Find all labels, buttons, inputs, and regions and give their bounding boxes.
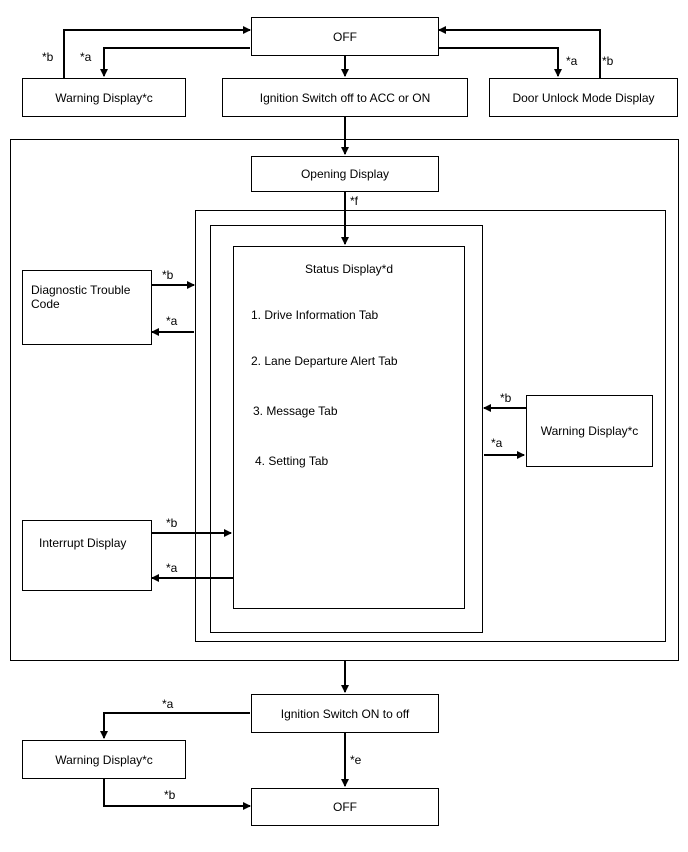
arrow-warning-to-off-top [63,26,251,78]
edge-label-f: *f [350,194,359,208]
opening-display-label: Opening Display [300,167,390,181]
tab-message: 3. Message Tab [253,404,338,418]
arrow-door-unlock-to-off [438,26,601,80]
warning-top-left-label: Warning Display*c [55,90,153,105]
ignition-on-to-off-box: Ignition Switch ON to off [251,694,439,733]
off-bottom-label: OFF [333,800,357,814]
diagnostic-code-box: Diagnostic Trouble Code [22,270,152,345]
ignition-on-to-off-label: Ignition Switch ON to off [280,706,410,721]
warning-right-label: Warning Display*c [540,424,639,438]
warning-bottom-left-label: Warning Display*c [55,752,153,767]
diagnostic-code-label: Diagnostic Trouble Code [31,283,131,311]
tab-drive-information: 1. Drive Information Tab [251,308,379,322]
edge-label-b-bottom: *b [164,788,176,802]
warning-display-top-left: Warning Display*c [22,78,186,117]
arrow-warning-bottom-to-off [103,779,251,810]
interrupt-display-label: Interrupt Display [39,536,127,550]
off-top-label: OFF [333,29,357,44]
middle-status-frame [210,225,483,633]
warning-display-right: Warning Display*c [526,395,653,467]
edge-label-a-interrupt: *a [166,561,178,575]
off-bottom-box: OFF [251,788,439,826]
edge-label-a-warning-right: *a [491,436,503,450]
outer-status-frame [195,210,666,642]
edge-label-b-warning-right: *b [500,391,512,405]
edge-label-a-top-right: *a [566,54,578,68]
off-top-box: OFF [251,17,439,56]
interrupt-display-box: Interrupt Display [22,520,152,591]
ignition-off-to-acc-box: Ignition Switch off to ACC or ON [222,78,468,117]
door-unlock-label: Door Unlock Mode Display [512,90,655,105]
status-display-box: Status Display*d 1. Drive Information Ta… [233,246,465,609]
edge-label-b-diagnostic: *b [162,268,174,282]
ignition-off-to-acc-label: Ignition Switch off to ACC or ON [259,90,431,105]
edge-label-a-top-left: *a [80,50,92,64]
warning-display-bottom-left: Warning Display*c [22,740,186,779]
edge-label-a-bottom: *a [162,697,174,711]
status-display-title: Status Display*d [304,262,394,276]
edge-label-b-interrupt: *b [166,516,178,530]
door-unlock-box: Door Unlock Mode Display [489,78,678,117]
tab-lane-departure-alert: 2. Lane Departure Alert Tab [251,354,398,368]
edge-label-b-top-right: *b [602,54,614,68]
main-frame [10,139,679,661]
opening-display-box: Opening Display [251,156,439,192]
edge-label-b-top-left: *b [42,50,54,64]
edge-label-a-diagnostic: *a [166,314,178,328]
arrow-off-to-warning-top [100,47,250,77]
arrow-ignition-to-warning-bottom [100,712,250,739]
arrow-off-to-door-unlock [439,47,562,77]
edge-label-e: *e [350,753,362,767]
tab-setting: 4. Setting Tab [255,454,329,468]
